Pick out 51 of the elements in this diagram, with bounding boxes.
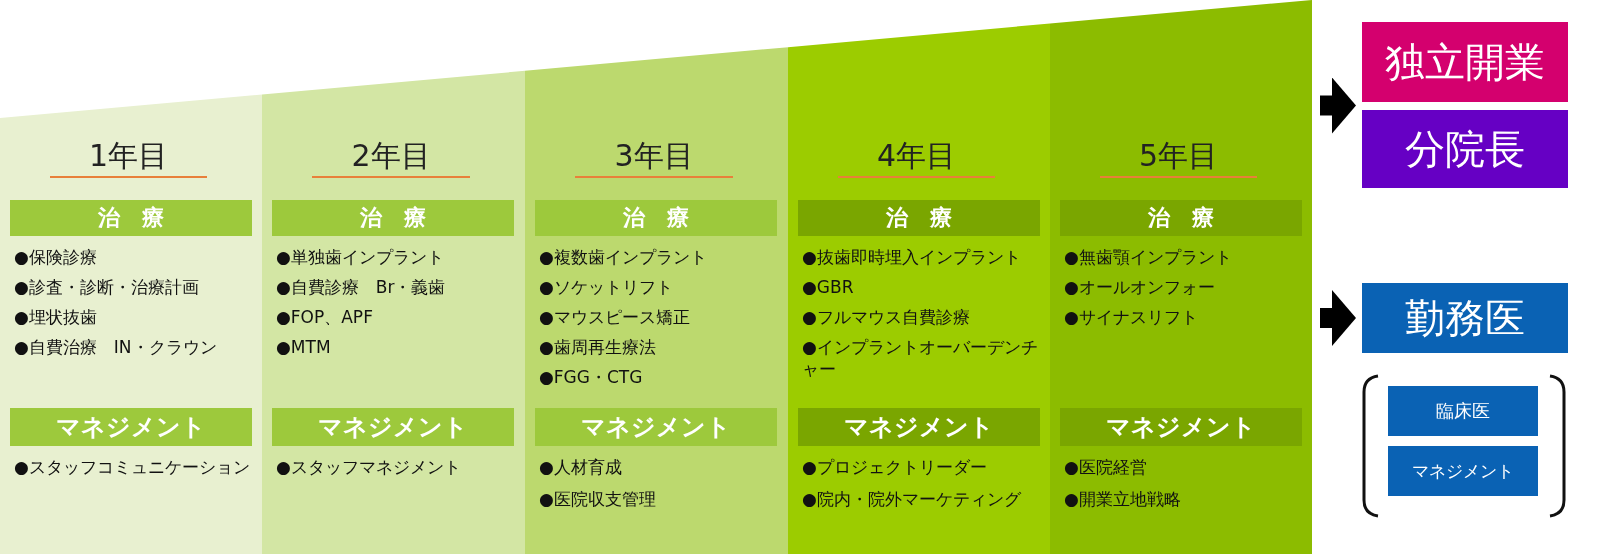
section-band: マネジメント: [798, 408, 1040, 446]
career-box: 臨床医: [1388, 386, 1538, 436]
arrow: [1320, 290, 1356, 346]
career-box: 勤務医: [1362, 283, 1568, 353]
list-item: ●自費治療 IN・クラウン: [14, 336, 218, 358]
section-band: 治 療: [10, 200, 252, 236]
arrow: [1320, 77, 1356, 134]
list-item: ●診査・診断・治療計画: [14, 276, 200, 298]
section-band: マネジメント: [535, 408, 777, 446]
year-heading: 2年目: [312, 138, 470, 178]
section-band: マネジメント: [10, 408, 252, 446]
year-column: [1050, 0, 1312, 554]
year-heading: 3年目: [575, 138, 733, 178]
list-item: ●歯周再生療法: [539, 336, 657, 358]
list-item: ●オールオンフォー: [1064, 276, 1216, 298]
career-box: マネジメント: [1388, 446, 1538, 496]
list-item: ●複数歯インプラント: [539, 246, 708, 268]
section-band: 治 療: [1060, 200, 1302, 236]
list-item: ●サイナスリフト: [1064, 306, 1199, 328]
list-item: ●GBR: [802, 276, 855, 298]
list-item: ●医院経営: [1064, 456, 1148, 478]
year-heading: 1年目: [50, 138, 207, 178]
list-item: ●抜歯即時埋入インプラント: [802, 246, 1022, 268]
list-item: ●医院収支管理: [539, 488, 657, 510]
list-item: ●インプラントオーバーデンチャー: [802, 336, 1039, 380]
list-item: ●FOP、APF: [276, 306, 374, 328]
list-item: ●MTM: [276, 336, 332, 358]
section-band: マネジメント: [272, 408, 514, 446]
list-item: ●マウスピース矯正: [539, 306, 691, 328]
career-box: 独立開業: [1362, 22, 1568, 102]
list-item: ●スタッフマネジメント: [276, 456, 462, 478]
section-band: 治 療: [535, 200, 777, 236]
list-item: ●ソケットリフト: [539, 276, 674, 298]
section-band: 治 療: [798, 200, 1040, 236]
section-band: 治 療: [272, 200, 514, 236]
year-heading: 5年目: [1100, 138, 1257, 178]
list-item: ●フルマウス自費診療: [802, 306, 971, 328]
list-item: ●埋状抜歯: [14, 306, 98, 328]
list-item: ●開業立地戦略: [1064, 488, 1182, 510]
list-item: ●FGG・CTG: [539, 366, 644, 388]
list-item: ●人材育成: [539, 456, 623, 478]
list-item: ●スタッフコミュニケーション: [14, 456, 251, 478]
section-band: マネジメント: [1060, 408, 1302, 446]
year-heading: 4年目: [838, 138, 995, 178]
list-item: ●単独歯インプラント: [276, 246, 445, 268]
list-item: ●保険診療: [14, 246, 98, 268]
list-item: ●自費診療 Br・義歯: [276, 276, 447, 298]
list-item: ●院内・院外マーケティング: [802, 488, 1022, 510]
list-item: ●無歯顎インプラント: [1064, 246, 1233, 268]
list-item: ●プロジェクトリーダー: [802, 456, 988, 478]
career-box: 分院長: [1362, 110, 1568, 188]
